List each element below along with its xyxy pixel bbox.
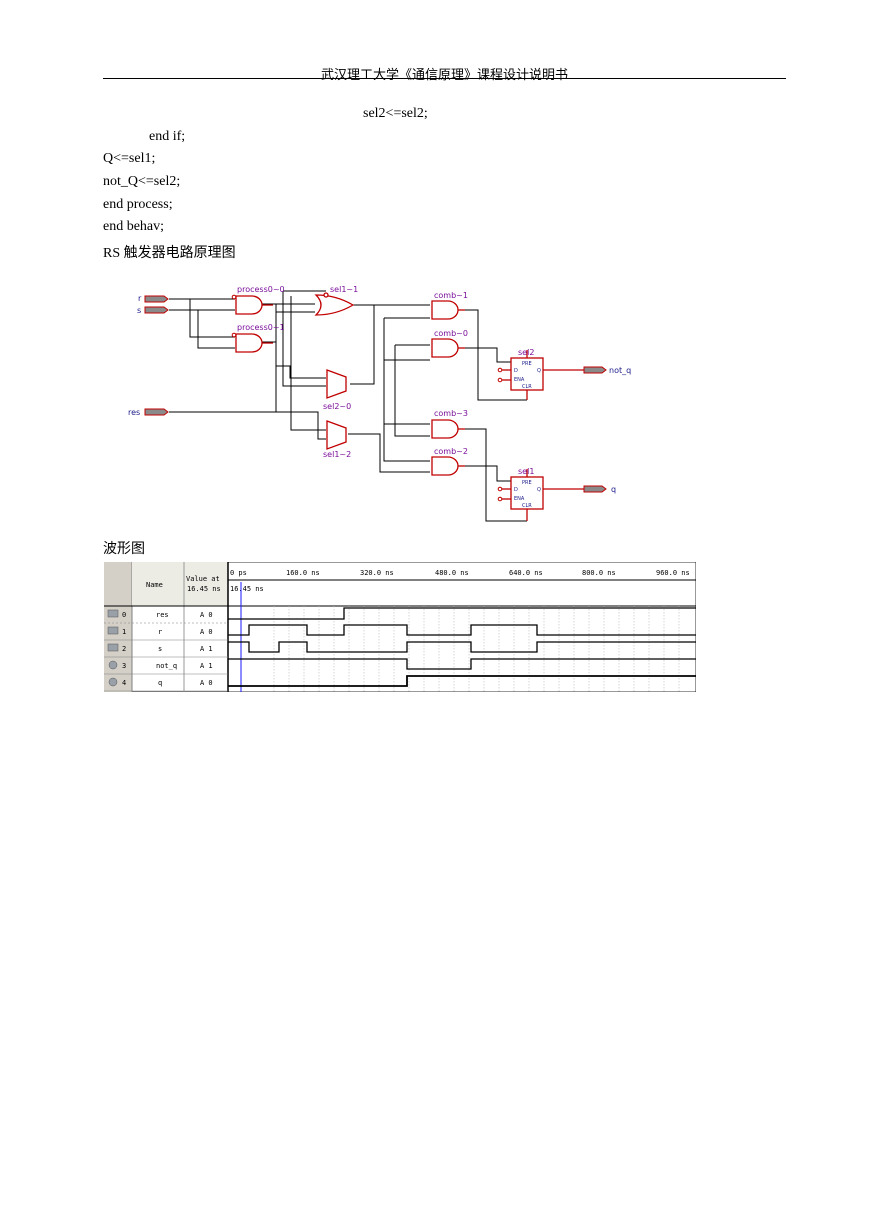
and-gate-process0-1 (235, 333, 263, 353)
gate-label: process0~0 (237, 285, 285, 294)
svg-text:ENA: ENA (514, 377, 525, 383)
svg-text:A 1: A 1 (200, 645, 213, 653)
output-pin-not-q: not_q (583, 366, 631, 375)
or-gate-sel1-1 (314, 294, 355, 316)
signal-row-res: 0 res A 0 (107, 609, 213, 619)
code-line: end behav; (103, 219, 165, 234)
svg-text:q: q (158, 679, 162, 687)
signal-row-r: 1 r A 0 (107, 626, 213, 636)
name-column-header: Name (146, 581, 163, 589)
register-label: sel2 (518, 348, 534, 357)
and-gate-comb1 (431, 300, 459, 320)
signal-row-not-q: 3 not_q A 1 (108, 660, 213, 670)
and-gate-comb2 (431, 456, 459, 476)
svg-text:0: 0 (122, 611, 126, 619)
svg-text:D: D (514, 368, 518, 374)
svg-text:480.0 ns: 480.0 ns (435, 569, 469, 577)
svg-text:Q: Q (537, 487, 541, 493)
svg-text:3: 3 (122, 662, 126, 670)
svg-text:ENA: ENA (514, 496, 525, 502)
svg-text:res: res (156, 611, 169, 619)
cursor-time-label: 16.45 ns (230, 585, 264, 593)
register-label: sel1 (518, 467, 534, 476)
svg-text:2: 2 (122, 645, 126, 653)
svg-text:PRE: PRE (522, 361, 532, 367)
svg-text:960.0 ns: 960.0 ns (656, 569, 690, 577)
svg-text:A 0: A 0 (200, 628, 213, 636)
svg-text:r: r (138, 294, 142, 303)
svg-text:160.0 ns: 160.0 ns (286, 569, 320, 577)
svg-text:q: q (611, 485, 616, 494)
waveform-s (228, 641, 696, 653)
gate-label: comb~1 (434, 291, 468, 300)
code-line: not_Q<=sel2; (103, 174, 181, 189)
waveform-viewer: Name Value at 16.45 ns 16.45 ns 0 ps 160… (104, 562, 696, 692)
input-pin-s: s (137, 306, 169, 315)
waveform-caption: 波形图 (103, 542, 145, 557)
input-pin-res: res (128, 408, 169, 417)
gate-label: comb~0 (434, 329, 468, 338)
gate-label: sel1~2 (323, 450, 351, 459)
code-line: end if; (149, 129, 186, 144)
and-gate-process0-0 (235, 295, 263, 315)
svg-text:640.0 ns: 640.0 ns (509, 569, 543, 577)
svg-text:PRE: PRE (522, 480, 532, 486)
rs-flipflop-schematic: r s res (128, 285, 631, 522)
svg-text:800.0 ns: 800.0 ns (582, 569, 616, 577)
svg-text:A 0: A 0 (200, 679, 213, 687)
mux-sel1-2 (326, 420, 347, 450)
signal-row-s: 2 s A 1 (107, 643, 213, 653)
svg-text:A 0: A 0 (200, 611, 213, 619)
gate-label: comb~2 (434, 447, 468, 456)
svg-text:0 ps: 0 ps (230, 569, 247, 577)
input-pin-r: r (138, 294, 169, 303)
code-line: Q<=sel1; (103, 151, 156, 166)
svg-text:CLR: CLR (522, 384, 532, 390)
svg-text:res: res (128, 408, 140, 417)
svg-text:CLR: CLR (522, 503, 532, 509)
gate-label: sel2~0 (323, 402, 351, 411)
value-column-header: Value at (186, 575, 220, 583)
gate-label: comb~3 (434, 409, 468, 418)
code-line: end process; (103, 197, 173, 212)
svg-text:1: 1 (122, 628, 126, 636)
mux-sel2-0 (326, 369, 347, 399)
value-column-header: 16.45 ns (187, 585, 221, 593)
signal-row-q: 4 q A 0 (108, 677, 213, 687)
gate-label: process0~1 (237, 323, 285, 332)
waveform-res (228, 607, 696, 620)
svg-text:not_q: not_q (609, 366, 631, 375)
and-gate-comb3 (431, 419, 459, 439)
and-gate-comb0 (431, 338, 459, 358)
svg-text:s: s (158, 645, 162, 653)
svg-text:Q: Q (537, 368, 541, 374)
svg-text:r: r (158, 628, 162, 636)
header-rule (103, 78, 786, 79)
waveform-not-q (228, 658, 696, 670)
svg-text:4: 4 (122, 679, 126, 687)
svg-text:A 1: A 1 (200, 662, 213, 670)
svg-text:D: D (514, 487, 518, 493)
schematic-caption: RS 触发器电路原理图 (103, 246, 236, 261)
output-pin-q: q (583, 485, 616, 494)
code-line: sel2<=sel2; (363, 106, 428, 121)
waveform-q (228, 675, 696, 687)
svg-text:320.0 ns: 320.0 ns (360, 569, 394, 577)
svg-text:s: s (137, 306, 141, 315)
waveform-r (228, 624, 696, 636)
svg-text:not_q: not_q (156, 662, 177, 670)
gate-label: sel1~1 (330, 285, 358, 294)
